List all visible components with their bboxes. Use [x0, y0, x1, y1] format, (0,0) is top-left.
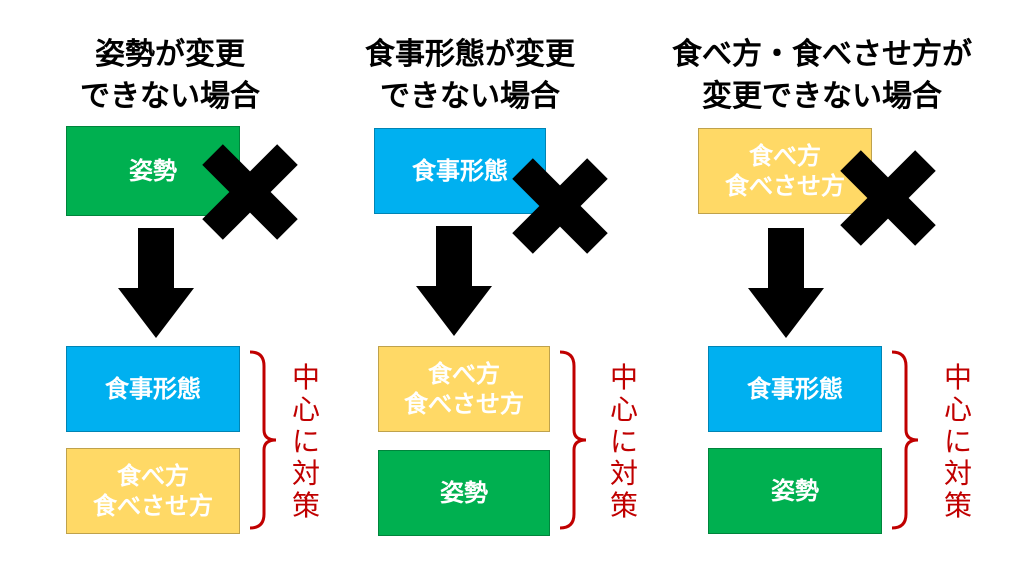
heading-col3: 食べ方・食べさせ方が 変更できない場合 [672, 37, 972, 114]
focus-note-col2: 中 心 に 対 策 [609, 361, 638, 522]
focus-box-col3-1: 食事形態 [708, 346, 882, 432]
right-curly-brace [249, 350, 277, 530]
focus-box-col1-2: 食べ方 食べさせ方 [66, 448, 240, 534]
down-arrow-icon [118, 228, 194, 338]
down-arrow-icon [748, 228, 824, 338]
focus-box-col1-1: 食事形態 [66, 346, 240, 432]
down-arrow-icon [416, 226, 492, 336]
focus-box-col2-2: 姿勢 [378, 450, 550, 536]
blocked-box-col2: 食事形態 [374, 128, 546, 214]
x-mark-icon [202, 144, 298, 240]
focus-note-col3: 中 心 に 対 策 [943, 361, 972, 522]
focus-note-col1: 中 心 に 対 策 [291, 361, 320, 522]
right-curly-brace [559, 350, 587, 530]
focus-box-col3-2: 姿勢 [708, 448, 882, 534]
x-mark-icon [512, 158, 608, 254]
heading-col2: 食事形態が変更 できない場合 [365, 37, 575, 114]
focus-box-col2-1: 食べ方 食べさせ方 [378, 346, 550, 432]
x-mark-icon [840, 150, 936, 246]
heading-col1: 姿勢が変更 できない場合 [80, 37, 260, 114]
right-curly-brace [891, 350, 919, 530]
